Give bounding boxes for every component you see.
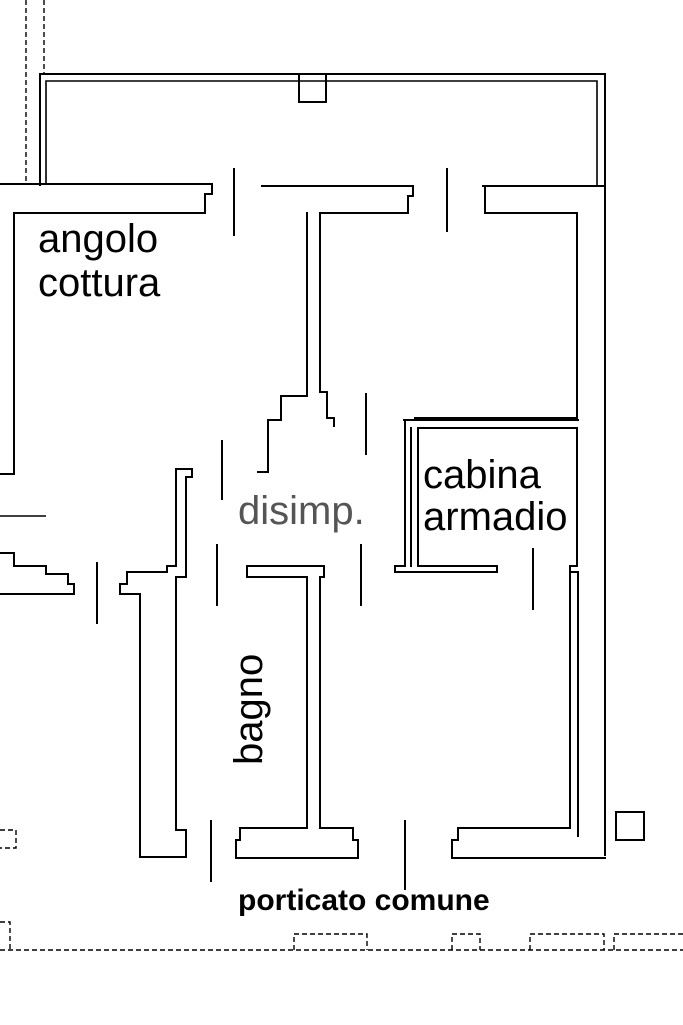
terrace-pillar (298, 73, 327, 103)
bathroom-walls (119, 468, 359, 859)
label-disimp: disimp. (238, 489, 365, 533)
label-angolo: angolo (38, 217, 158, 261)
terrace-outline (39, 73, 606, 186)
label-cottura: cottura (38, 261, 161, 305)
boundary-dashed-bottom (0, 829, 683, 951)
closet-walls (394, 419, 579, 573)
label-bagno: bagno (227, 654, 271, 765)
upper-wall (0, 183, 606, 856)
lower-right-walls (451, 571, 645, 859)
boundary-dashed-top-left (25, 0, 45, 185)
corner-pillar (615, 811, 645, 841)
label-armadio: armadio (423, 495, 568, 539)
door-openings (96, 168, 534, 890)
left-walls (0, 515, 75, 595)
label-porticato-comune: porticato comune (238, 884, 490, 917)
label-cabina: cabina (423, 453, 542, 497)
